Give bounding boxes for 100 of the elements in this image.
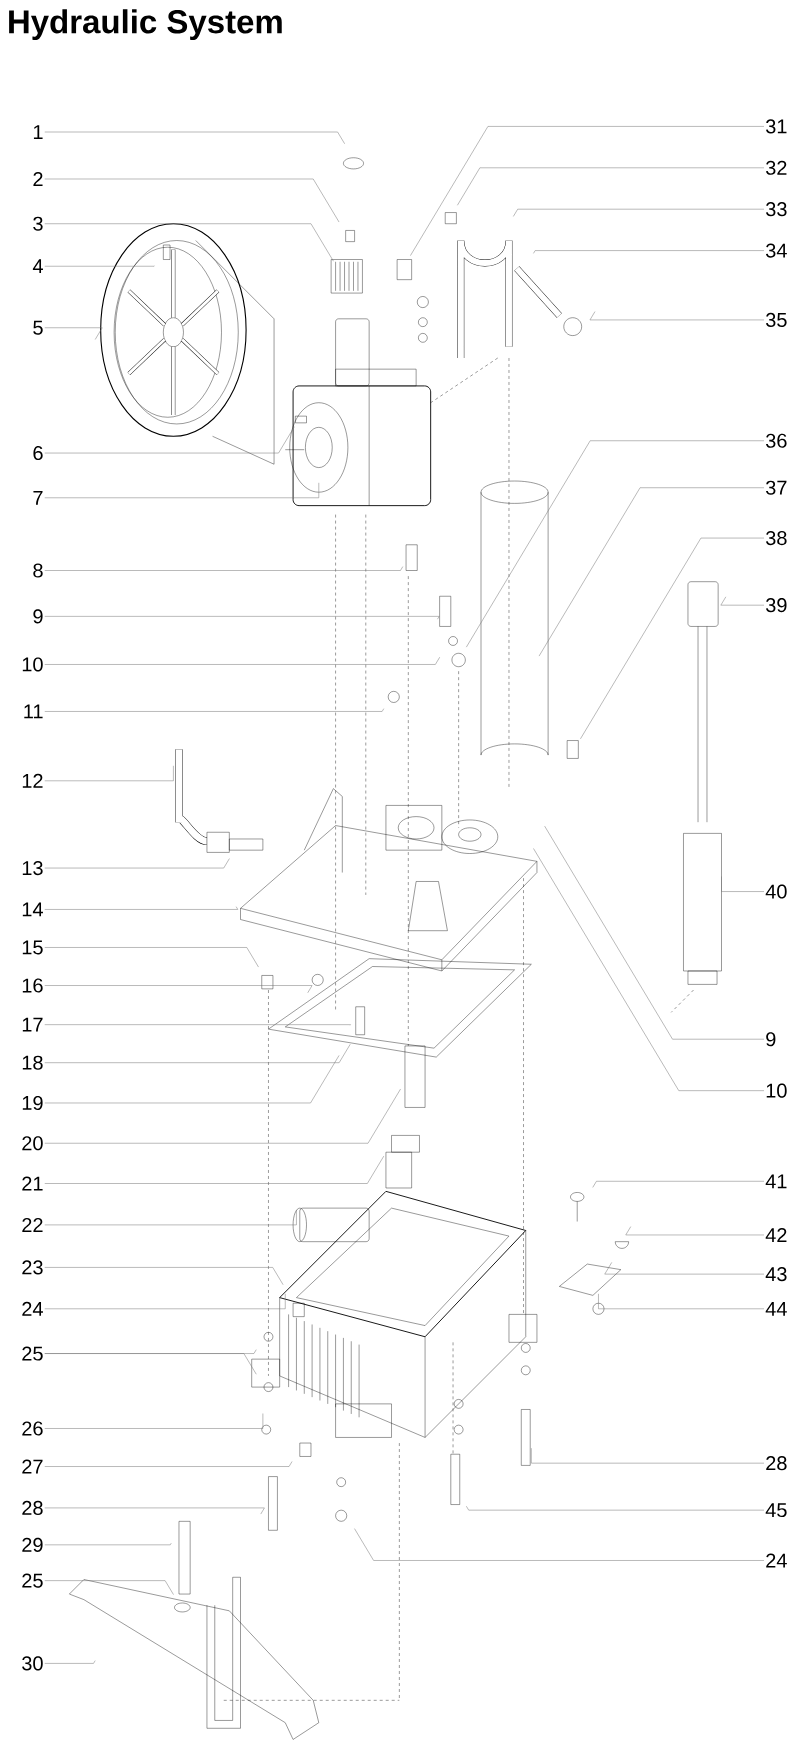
callout-number: 21	[22, 1176, 43, 1191]
leader-line	[44, 985, 313, 994]
leader-line	[44, 1209, 297, 1226]
callout-number: 28	[766, 1456, 787, 1471]
leader-line	[44, 1088, 401, 1144]
leader-line	[44, 131, 345, 144]
leader-line	[44, 1024, 351, 1026]
title: Hydraulic System	[9, 9, 282, 40]
callout-number: 22	[22, 1217, 43, 1232]
callout-number: 3	[33, 216, 43, 231]
callout-number: 41	[765, 1174, 787, 1189]
leader-line	[354, 1528, 765, 1561]
leader-line	[44, 1413, 264, 1429]
callout-number: 4	[32, 259, 43, 274]
leader-line	[44, 1461, 293, 1467]
leader-line	[44, 1507, 265, 1515]
callout-number: 38	[766, 531, 787, 546]
leader-line	[44, 656, 441, 665]
leader-line	[625, 1226, 765, 1236]
leader-line	[580, 537, 765, 740]
leader-line	[44, 1055, 340, 1104]
callout-number: 10	[22, 657, 43, 672]
leader-line	[44, 265, 155, 267]
callout-number: 33	[766, 202, 787, 217]
callout-number: 25	[22, 1573, 43, 1588]
leader-line	[589, 311, 765, 321]
callout-number: 6	[33, 446, 43, 461]
leader-line	[410, 126, 765, 256]
leader-line	[44, 1660, 96, 1664]
callout-number: 40	[765, 884, 787, 899]
callout-number: 28	[22, 1500, 43, 1515]
callout-number: 17	[22, 1017, 43, 1032]
callout-number: 37	[766, 480, 787, 495]
callout-number: 32	[766, 160, 787, 175]
callout-number: 43	[765, 1267, 787, 1282]
leader-line	[44, 1293, 286, 1310]
callout-number: 36	[766, 433, 787, 448]
leader-line	[44, 1155, 385, 1184]
callout-number: 8	[33, 563, 43, 578]
leader-line	[533, 848, 765, 1091]
callout-number: 18	[22, 1055, 43, 1070]
callout-number: 27	[22, 1459, 43, 1474]
callout-number: 31	[766, 119, 787, 134]
callout-number: 9	[766, 1032, 776, 1047]
callout-number: 19	[22, 1095, 43, 1111]
callout-number: 24	[22, 1301, 43, 1316]
leader-line	[513, 208, 765, 217]
leader-line	[44, 566, 404, 571]
callout-number: 25	[22, 1346, 43, 1361]
leader-line	[44, 1542, 172, 1546]
callout-number: 44	[765, 1301, 787, 1316]
leader-line	[538, 487, 765, 657]
callout-number: 45	[765, 1503, 787, 1518]
leader-line	[44, 327, 103, 340]
callout-number: 15	[22, 940, 43, 955]
leader-line	[720, 596, 765, 606]
callout-number: 2	[33, 172, 43, 186]
callout-number: 12	[22, 773, 43, 788]
leader-line	[44, 1044, 351, 1063]
leader-line	[44, 906, 239, 910]
leader-line	[44, 178, 340, 223]
leader-line	[592, 1181, 765, 1188]
leader-line	[44, 1267, 284, 1285]
leader-line	[466, 1506, 765, 1511]
callout-number: 42	[765, 1228, 787, 1242]
callout-number: 13	[22, 861, 43, 876]
callout-number: 14	[22, 902, 43, 917]
callout-number: 10	[766, 1083, 787, 1098]
callout-number: 24	[766, 1553, 787, 1568]
leader-line	[44, 426, 295, 454]
callout-number: 1	[34, 125, 43, 139]
callout-number: 5	[33, 320, 43, 335]
callout-number: 34	[766, 243, 787, 258]
callout-number: 7	[33, 490, 43, 505]
leader-line	[44, 858, 230, 869]
callout-number: 29	[22, 1537, 43, 1552]
callout-number: 23	[22, 1260, 43, 1275]
leader-line	[531, 1447, 765, 1464]
leader-line	[44, 1353, 257, 1375]
leader-line	[44, 947, 259, 968]
callout-number: 26	[22, 1421, 43, 1436]
leader-line	[44, 1580, 174, 1595]
callout-number: 39	[766, 598, 787, 613]
callout-number: 35	[766, 312, 787, 327]
leader-line	[544, 825, 765, 1040]
leader-line	[44, 765, 174, 782]
callout-number: 9	[33, 609, 43, 624]
leader-line	[44, 708, 385, 712]
callout-number: 20	[22, 1136, 43, 1151]
leader-line	[721, 876, 765, 892]
leader-line	[598, 1293, 765, 1310]
leader-line	[457, 167, 765, 206]
leader-line	[44, 482, 320, 499]
callout-number: 16	[22, 978, 43, 993]
leader-line	[466, 440, 765, 648]
callout-number: 11	[24, 704, 43, 719]
leader-line	[604, 1262, 765, 1275]
leader-line	[44, 223, 334, 262]
leader-line	[533, 250, 765, 254]
callout-number: 30	[22, 1656, 43, 1671]
